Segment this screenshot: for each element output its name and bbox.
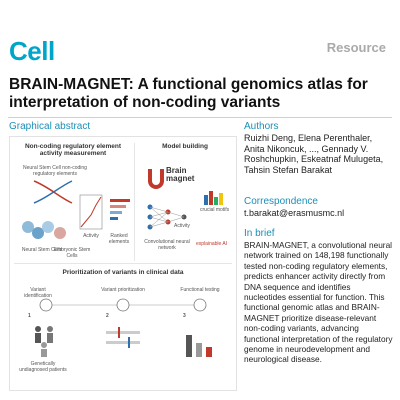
ranked-elements-label: Ranked elements — [108, 233, 130, 245]
stem-cell-label: Neural Stem Cell non-coding regulatory e… — [23, 165, 87, 177]
paper-title: BRAIN-MAGNET: A functional genomics atla… — [9, 76, 368, 111]
step-circle-3 — [193, 298, 207, 312]
cnn-label: Convolutional neural network — [144, 239, 190, 251]
variant-track-icon — [106, 327, 140, 348]
step-number-1: 1 — [28, 313, 31, 319]
magnet-icon — [148, 169, 164, 189]
motifs-label: crucial motifs — [200, 207, 230, 213]
patients-label: Genetically undiagnosed patients — [19, 361, 67, 373]
step-circle-2 — [116, 298, 130, 312]
step-label-1: Variant identification — [24, 287, 52, 299]
model-activity-label: Activity — [174, 223, 190, 229]
cell-cluster-icon — [22, 221, 66, 239]
title-divider — [8, 117, 392, 118]
panel-divider — [134, 143, 135, 261]
in-brief-heading: In brief — [244, 228, 275, 239]
step-label-3: Functional testing — [180, 287, 220, 293]
cell-type-label-2: Embryonic Stem Cells — [53, 247, 91, 259]
step-label-2: Variant prioritization — [101, 287, 145, 293]
cell-type-label-1: Neural Stem Cells — [21, 247, 63, 253]
logo-line-1: Brain — [166, 166, 187, 175]
authors-list: Ruizhi Deng, Elena Perenthaler, Anita Ni… — [244, 133, 384, 175]
activity-axis-label: Activity — [83, 233, 99, 239]
logo-line-2: magnet — [166, 174, 195, 183]
article-type: Resource — [326, 40, 386, 55]
panel-horizontal-divider — [14, 263, 232, 264]
panel-model-title: Model building — [162, 143, 208, 150]
model-building-diagram — [147, 169, 223, 230]
graphical-abstract-heading: Graphical abstract — [9, 121, 91, 132]
correspondence-heading: Correspondence — [244, 196, 318, 207]
activity-measurement-diagram — [22, 180, 130, 239]
ranked-elements-icon — [110, 199, 130, 220]
motif-logo-icon — [204, 191, 223, 205]
correspondence-email[interactable]: t.barakat@erasmusmc.nl — [244, 208, 345, 218]
brain-magnet-logo: Brain magnet — [166, 167, 194, 183]
graphical-abstract-figure: Non-coding regulatory element activity m… — [9, 136, 237, 391]
in-brief-text: BRAIN-MAGNET, a convolutional neural net… — [244, 240, 393, 365]
journal-logo: Cell — [9, 36, 55, 66]
neural-network-icon — [147, 204, 187, 230]
patients-icon — [35, 326, 53, 357]
step-circle-1 — [39, 298, 53, 312]
step-number-2: 2 — [106, 313, 109, 319]
dna-helix-icon — [33, 180, 73, 204]
activity-curve — [80, 196, 102, 228]
step-number-3: 3 — [183, 313, 186, 319]
authors-heading: Authors — [244, 121, 279, 132]
prioritization-diagram — [35, 298, 212, 357]
activity-plot-frame — [79, 194, 103, 230]
panel-activity-title: Non-coding regulatory element activity m… — [24, 143, 122, 157]
panel-prioritization-title: Prioritization of variants in clinical d… — [62, 269, 184, 276]
functional-test-bars-icon — [186, 335, 212, 357]
explainable-ai-label: explainable AI — [196, 241, 228, 247]
